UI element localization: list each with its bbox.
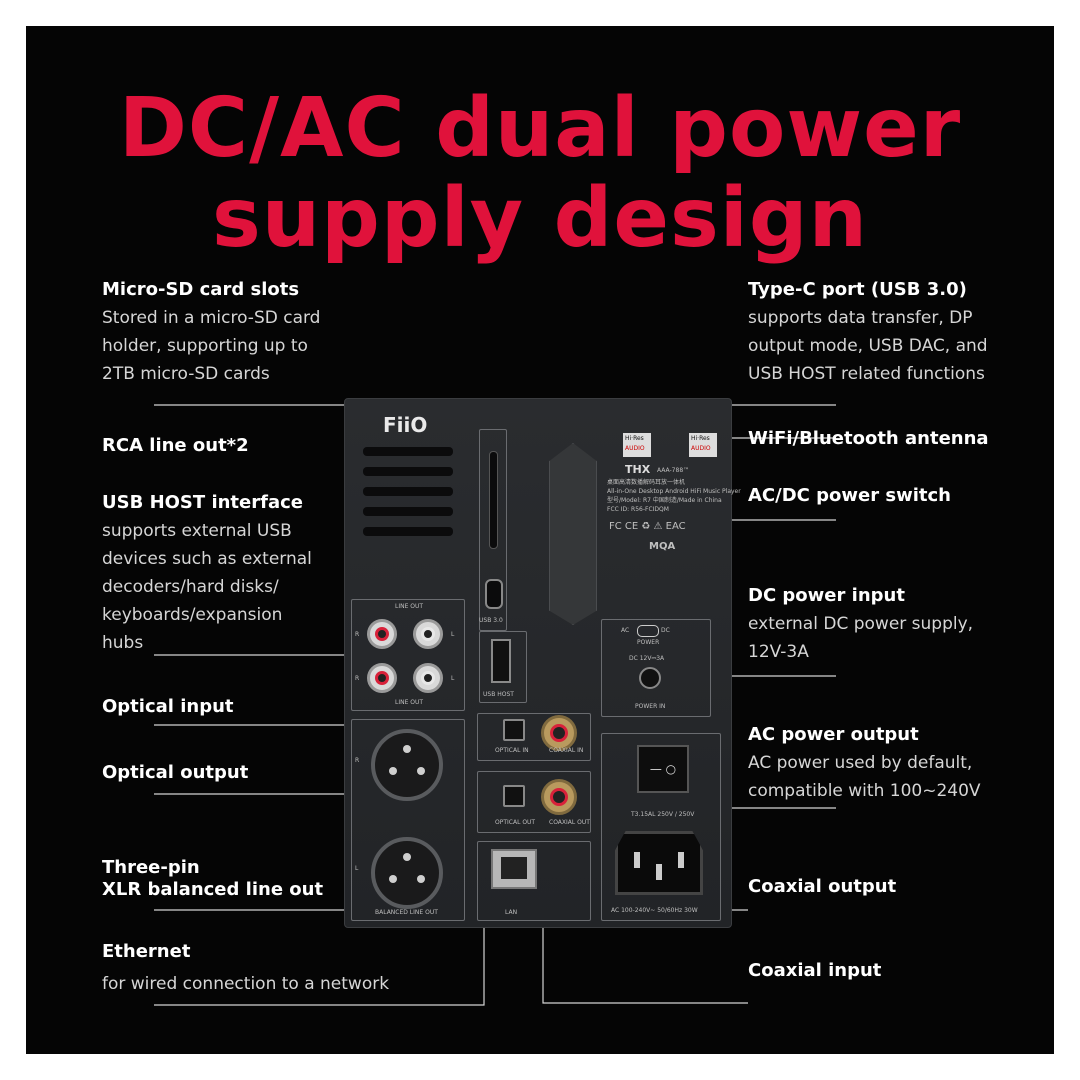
certification-marks: FC CE ♻ ⚠ EAC	[609, 521, 686, 532]
microsd-slot[interactable]	[489, 451, 498, 549]
label-wifi: WiFi/Bluetooth antenna	[748, 428, 989, 449]
device-rear-panel: FiiO USB 3.0 USB HOST Hi·Res AUDIO Hi·Re…	[344, 398, 741, 928]
lan-label: LAN	[505, 909, 518, 916]
optical-out-label: OPTICAL OUT	[495, 819, 536, 826]
hires-badge-1-text: Hi·Res	[625, 435, 644, 442]
ac-power-socket[interactable]	[615, 831, 703, 895]
fuse-label: T3.15AL 250V / 250V	[631, 811, 695, 818]
coaxial-in-label: COAXIAL IN	[549, 747, 584, 754]
label-switch: AC/DC power switch	[748, 485, 951, 506]
rca-r-label: R	[355, 631, 360, 638]
vent-slot	[363, 507, 453, 516]
switch-ac-label: AC	[621, 627, 630, 634]
label-coaxin: Coaxial input	[748, 960, 882, 981]
device-info-2: All-in-One Desktop Android HiFi Music Pl…	[607, 488, 741, 495]
xlr-r-label: R	[355, 757, 360, 764]
label-xlr-line1: Three-pin	[102, 857, 200, 878]
thx-code: AAA-788™	[657, 467, 690, 474]
power-label: POWER	[637, 639, 660, 646]
vent-slot	[363, 487, 453, 496]
headline-line-1: DC/AC dual power	[118, 81, 962, 176]
wifi-bluetooth-antenna	[549, 443, 597, 625]
xlr-panel	[351, 719, 465, 921]
usb-host-label: USB HOST	[483, 691, 514, 698]
desc-ethernet: for wired connection to a network	[102, 974, 390, 994]
device-info-4: FCC ID: R56-FCIDQM	[607, 506, 669, 513]
xlr-out-right[interactable]	[371, 729, 443, 801]
coaxial-out-port[interactable]	[541, 779, 577, 815]
headline-line-2: supply design	[212, 171, 868, 266]
hires-badge-1	[623, 433, 651, 457]
rca-out-left-1[interactable]	[413, 619, 443, 649]
desc-typec: supports data transfer, DP output mode, …	[748, 308, 988, 384]
label-typec: Type-C port (USB 3.0)	[748, 279, 967, 300]
hires-badge-2	[689, 433, 717, 457]
vent-slot	[363, 527, 453, 536]
mqa-logo: MQA	[649, 541, 676, 552]
xlr-out-left[interactable]	[371, 837, 443, 909]
label-coaxout: Coaxial output	[748, 876, 897, 897]
switch-dc-label: DC	[661, 627, 670, 634]
label-dcin: DC power input	[748, 585, 905, 606]
xlr-l-label: L	[355, 865, 359, 872]
coaxial-in-port[interactable]	[541, 715, 577, 751]
desc-acout: AC power used by default, compatible wit…	[748, 753, 981, 801]
ethernet-port[interactable]	[491, 849, 537, 889]
infographic: DC/AC dual power supply design Micro-SD …	[26, 26, 1054, 1054]
lan-panel	[477, 841, 591, 921]
coaxial-out-label: COAXIAL OUT	[549, 819, 590, 826]
optical-in-label: OPTICAL IN	[495, 747, 529, 754]
optical-in-port[interactable]	[503, 719, 525, 741]
rca-panel	[351, 599, 465, 711]
rca-out-right-1[interactable]	[367, 619, 397, 649]
type-c-port[interactable]	[485, 579, 503, 609]
hires-badge-1-sub: AUDIO	[625, 445, 645, 452]
dc-power-input-jack[interactable]	[639, 667, 661, 689]
usb30-label: USB 3.0	[479, 617, 503, 624]
ac-spec-label: AC 100-240V~ 50/60Hz 30W	[611, 907, 698, 914]
port-column	[479, 429, 507, 631]
usb-host-port[interactable]	[491, 639, 511, 683]
rca-l-label-2: L	[451, 675, 455, 682]
desc-microsd: Stored in a micro-SD card holder, suppor…	[102, 308, 321, 384]
vent-slot	[363, 447, 453, 456]
desc-dcin: external DC power supply, 12V-3A	[748, 614, 974, 662]
device-info-1: 桌面高清数播解码耳放一体机	[607, 479, 686, 486]
ac-power-rocker-switch[interactable]: — ○	[637, 745, 689, 793]
label-optin: Optical input	[102, 696, 234, 717]
usb-host-panel	[479, 631, 527, 703]
brand-logo: FiiO	[383, 413, 428, 437]
balanced-line-out-label: BALANCED LINE OUT	[375, 909, 438, 916]
hires-badge-2-sub: AUDIO	[691, 445, 711, 452]
ac-power-panel	[601, 733, 721, 921]
rca-l-label: L	[451, 631, 455, 638]
label-xlr-line2: XLR balanced line out	[102, 879, 324, 900]
device-info-3: 型号/Model: R7 中国制造/Made in China	[607, 497, 722, 504]
rca-out-right-2[interactable]	[367, 663, 397, 693]
ac-dc-power-switch[interactable]	[637, 625, 659, 637]
rca-out-left-2[interactable]	[413, 663, 443, 693]
line-out-label-top: LINE OUT	[395, 603, 424, 610]
optical-coax-out-panel	[477, 771, 591, 833]
power-in-label: POWER IN	[635, 703, 666, 710]
label-optout: Optical output	[102, 762, 249, 783]
thx-logo: THX	[625, 463, 651, 476]
label-usbhost: USB HOST interface	[102, 492, 303, 513]
hires-badge-2-text: Hi·Res	[691, 435, 710, 442]
dc-spec-label: DC 12V⎓3A	[629, 655, 665, 662]
optical-out-port[interactable]	[503, 785, 525, 807]
line-out-label-bottom: LINE OUT	[395, 699, 424, 706]
label-microsd: Micro-SD card slots	[102, 279, 300, 300]
label-acout: AC power output	[748, 724, 919, 745]
vent-slot	[363, 467, 453, 476]
label-ethernet: Ethernet	[102, 941, 191, 962]
power-panel	[601, 619, 711, 717]
desc-usbhost: supports external USB devices such as ex…	[102, 521, 312, 653]
label-rca: RCA line out*2	[102, 435, 249, 456]
rca-r-label-2: R	[355, 675, 360, 682]
optical-coax-in-panel	[477, 713, 591, 761]
